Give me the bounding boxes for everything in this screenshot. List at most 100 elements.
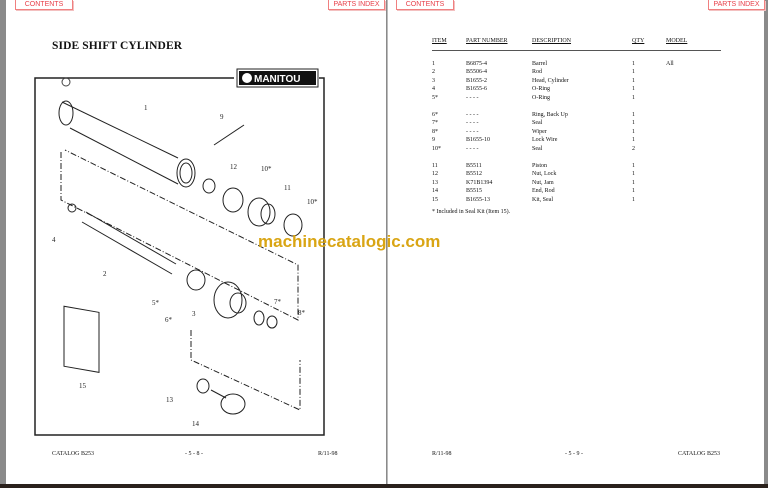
cell-qty: 1 <box>632 137 635 143</box>
footer-revision: R/11-98 <box>432 451 452 457</box>
footer-catalog: CATALOG B253 <box>52 451 95 457</box>
header-description: DESCRIPTION <box>532 38 632 51</box>
cell-desc: Piston <box>532 162 548 169</box>
footer-catalog: CATALOG B253 <box>678 451 721 457</box>
cell-item: 14 <box>432 188 438 194</box>
seal-kit-note: * Included in Seal Kit (Item 15). <box>432 209 511 215</box>
cell-part: K71B1394 <box>466 179 493 186</box>
header-model: MODEL <box>666 38 721 51</box>
callout: 10* <box>307 198 318 206</box>
cell-desc: Ring, Back Up <box>532 111 568 118</box>
cell-desc: Kit, Seal <box>532 196 553 203</box>
cell-model <box>666 119 721 128</box>
callout: 1 <box>144 104 148 112</box>
callout: 7* <box>274 298 282 306</box>
callout: 10* <box>261 165 272 173</box>
cell-part: B1655-2 <box>466 77 487 84</box>
group-spacer <box>432 102 721 111</box>
cell-qty: 1 <box>632 94 635 101</box>
cell-item: 10* <box>432 145 441 152</box>
callout: 8* <box>298 309 306 317</box>
cell-part: B1655-10 <box>466 137 490 143</box>
watermark: machinecatalogic.com <box>258 232 441 251</box>
cell-qty: 1 <box>632 60 635 67</box>
cell-desc: O-Ring <box>532 94 550 101</box>
cell-item: 5* <box>432 94 438 101</box>
callout: 3 <box>192 310 196 318</box>
cell-qty: 1 <box>632 179 635 186</box>
taskbar-strip <box>0 484 768 488</box>
callout: 13 <box>166 396 174 404</box>
cell-qty: 1 <box>632 111 635 118</box>
cell-desc: End, Rod <box>532 188 555 194</box>
cell-qty: 1 <box>632 196 635 203</box>
header-part-number: PART NUMBER <box>466 38 532 51</box>
parts-index-button[interactable]: PARTS INDEX <box>328 0 385 10</box>
table-header: ITEM PART NUMBER DESCRIPTION QTY MODEL <box>432 38 721 51</box>
parts-index-button[interactable]: PARTS INDEX <box>708 0 765 10</box>
cell-part: B5515 <box>466 188 483 194</box>
cell-model <box>666 94 721 103</box>
cell-part: B5511 <box>466 162 482 169</box>
callout: 5* <box>152 299 160 307</box>
hand-cursor-icon <box>61 77 71 87</box>
parts-table: ITEM PART NUMBER DESCRIPTION QTY MODEL 1… <box>432 38 721 204</box>
cell-model <box>666 85 721 94</box>
svg-text:MANITOU: MANITOU <box>254 74 300 85</box>
cell-item: 6* <box>432 111 438 118</box>
cell-item: 4 <box>432 86 435 92</box>
header-item: ITEM <box>432 38 466 51</box>
callout: 4 <box>52 236 56 244</box>
cell-model <box>666 196 721 205</box>
cell-item: 15 <box>432 196 438 203</box>
contents-button[interactable]: CONTENTS <box>15 0 73 10</box>
cell-qty: 1 <box>632 188 635 194</box>
cell-desc: Wiper <box>532 128 547 135</box>
cell-qty: 1 <box>632 69 635 75</box>
cell-item: 13 <box>432 179 438 186</box>
callout: 15 <box>79 382 87 390</box>
cell-part: B1655-13 <box>466 196 490 203</box>
cell-model <box>666 145 721 154</box>
cell-part: - - - - <box>466 145 479 152</box>
group-spacer <box>432 153 721 162</box>
table-row: 14 B5515 End, Rod 1 <box>432 187 721 196</box>
cell-desc: Lock Wire <box>532 137 558 143</box>
cell-part: B6875-4 <box>466 60 487 67</box>
cell-desc: Seal <box>532 145 543 152</box>
cell-part: B1655-6 <box>466 86 487 92</box>
table-row: 15 B1655-13 Kit, Seal 1 <box>432 196 721 205</box>
cell-part: - - - - <box>466 94 479 101</box>
contents-button[interactable]: CONTENTS <box>396 0 454 10</box>
cell-desc: Seal <box>532 120 543 126</box>
cell-item: 12 <box>432 171 438 177</box>
cell-model <box>666 162 721 171</box>
callout: 12 <box>230 163 238 171</box>
cell-desc: Nut, Lock <box>532 171 557 177</box>
cell-item: 11 <box>432 162 438 169</box>
cell-item: 3 <box>432 77 435 84</box>
cell-item: 1 <box>432 60 435 67</box>
cell-desc: Rod <box>532 69 543 75</box>
cell-model <box>666 68 721 77</box>
table-row: 5* - - - - O-Ring 1 <box>432 94 721 103</box>
cell-item: 8* <box>432 128 438 135</box>
cell-part: - - - - <box>466 128 479 135</box>
cell-qty: 1 <box>632 120 635 126</box>
cell-model <box>666 136 721 145</box>
manitou-logo: MANITOU <box>236 68 319 88</box>
callout: 11 <box>284 184 291 192</box>
cell-qty: 1 <box>632 171 635 177</box>
callout: 9 <box>220 113 224 121</box>
cell-desc: O-Ring <box>532 86 550 92</box>
cell-desc: Nut, Jam <box>532 179 554 186</box>
